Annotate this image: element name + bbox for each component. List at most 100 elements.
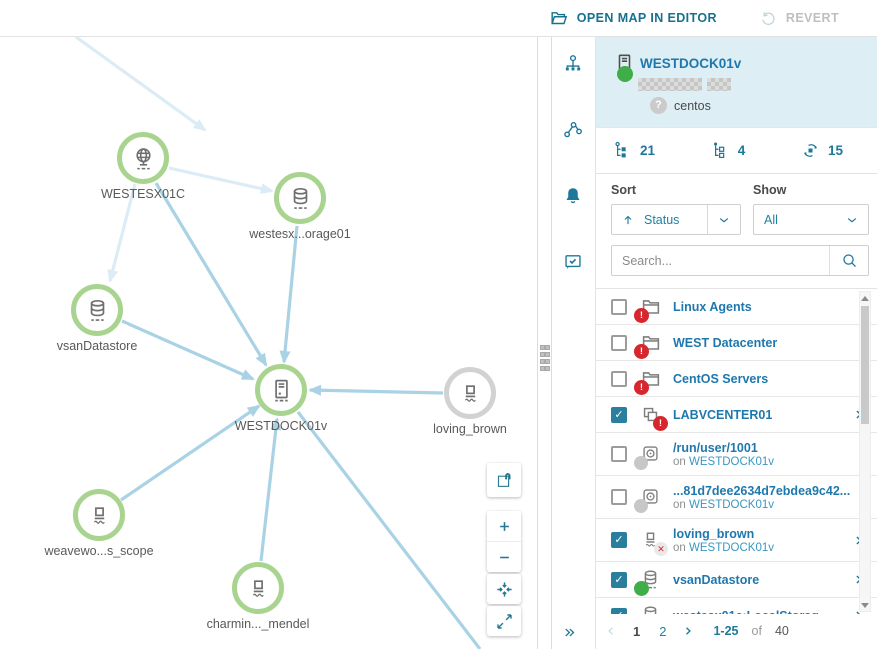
list-item[interactable]: ...81d7dee2634d7ebdea9c42...on WESTDOCK0… <box>595 476 877 519</box>
parent-entity-link[interactable]: WESTDOCK01v <box>689 455 774 468</box>
container-icon <box>252 579 264 597</box>
chevron-down-icon <box>836 205 868 234</box>
chevron-down-icon <box>707 205 740 234</box>
count-relationships[interactable]: 15 <box>800 140 843 161</box>
topology-icon <box>563 121 582 138</box>
parent-entity-link[interactable]: WESTDOCK01v <box>689 498 774 511</box>
status-badge-critical: ! <box>634 307 649 323</box>
previous-page-button[interactable] <box>605 625 617 637</box>
zoom-in-icon <box>498 520 510 532</box>
tool-notes[interactable] <box>562 251 584 273</box>
open-map-icon <box>551 12 567 25</box>
volume-icon <box>634 442 663 470</box>
row-checkbox[interactable] <box>611 532 627 548</box>
collapse-panel-button[interactable] <box>562 625 577 640</box>
entity-link[interactable]: Linux Agents <box>673 299 752 314</box>
unknown-os-badge: ? <box>650 97 667 114</box>
search-button[interactable] <box>829 246 868 275</box>
status-badge-unknown <box>634 499 648 513</box>
list-item[interactable]: ! WEST Datacenter <box>595 325 877 361</box>
map-node-vsandatastore[interactable] <box>71 284 123 336</box>
scrollbar-thumb[interactable] <box>861 306 869 424</box>
map-node-charming-mendel[interactable] <box>232 562 284 614</box>
panel-tool-strip <box>550 37 596 649</box>
entity-link[interactable]: WEST Datacenter <box>673 335 778 350</box>
tool-topology[interactable] <box>562 119 584 141</box>
revert-button[interactable]: REVERT <box>759 9 839 28</box>
entity-link[interactable]: LABVCENTER01 <box>673 407 773 422</box>
entity-parent-ref: on WESTDOCK01v <box>673 455 774 468</box>
count-value: 4 <box>737 143 746 158</box>
open-map-label: OPEN MAP IN EDITOR <box>576 11 717 25</box>
count-parent-entities[interactable]: 4 <box>710 140 746 161</box>
count-child-entities[interactable]: 21 <box>612 140 655 161</box>
entity-link[interactable]: CentOS Servers <box>673 371 769 386</box>
list-item[interactable]: westesx01c:LocalStorag... <box>595 598 877 614</box>
open-map-in-editor-button[interactable]: OPEN MAP IN EDITOR <box>549 8 717 28</box>
map-node-label: weavewo...s_scope <box>44 544 154 558</box>
row-checkbox[interactable] <box>611 370 627 387</box>
status-badge-down: ✕ <box>654 542 668 556</box>
zoom-in-button[interactable] <box>487 511 521 542</box>
row-checkbox[interactable] <box>611 607 627 614</box>
map-node-weaveworks-scope[interactable] <box>73 489 125 541</box>
tool-entity-map[interactable] <box>562 53 584 75</box>
entity-link[interactable]: ...81d7dee2634d7ebdea9c42... <box>673 483 851 498</box>
of-label: of <box>751 624 762 638</box>
page-range: 1-25 <box>713 624 739 638</box>
fullscreen-button[interactable] <box>487 606 521 636</box>
notes-icon <box>564 254 581 270</box>
map-node-westesx-storage01[interactable] <box>274 172 326 224</box>
map-node-label: charmin..._mendel <box>206 617 310 631</box>
status-badge-critical: ! <box>634 343 649 359</box>
sort-label: Sort <box>611 183 636 197</box>
scroll-up-arrow[interactable] <box>860 292 870 304</box>
entity-link[interactable]: loving_brown <box>673 526 755 541</box>
next-page-button[interactable] <box>682 625 694 637</box>
row-checkbox[interactable] <box>611 571 627 588</box>
sort-ascending-icon <box>624 215 632 225</box>
sort-dropdown[interactable]: Status <box>611 204 741 235</box>
map-node-westesx01c[interactable] <box>117 132 169 184</box>
list-item[interactable]: !CentOS Servers <box>595 361 877 397</box>
container-icon <box>93 506 105 524</box>
entity-list: ! Linux Agents! WEST Datacenter !CentOS Ser… <box>595 288 877 614</box>
fit-view-button[interactable] <box>487 574 521 604</box>
list-item[interactable]: ! Linux Agents <box>595 289 877 325</box>
total-count: 40 <box>774 624 789 638</box>
page-button-2[interactable]: 2 <box>659 623 667 639</box>
panel-resize-handle[interactable] <box>537 37 552 649</box>
list-item[interactable]: vsanDatastore <box>595 562 877 598</box>
list-item[interactable]: !LABVCENTER01 <box>595 397 877 433</box>
zoom-out-button[interactable] <box>487 542 521 572</box>
row-checkbox[interactable] <box>611 406 627 423</box>
entity-link[interactable]: westesx01c:LocalStorag... <box>673 609 829 615</box>
grip-dots-icon <box>540 345 550 371</box>
tool-alerts[interactable] <box>562 185 584 207</box>
area-select-button[interactable] <box>487 463 521 497</box>
area-select-icon <box>497 472 511 487</box>
map-node-loving-brown[interactable] <box>444 367 496 419</box>
entity-link[interactable]: /run/user/1001 <box>673 440 758 455</box>
entity-name-link[interactable]: WESTDOCK01v <box>640 56 742 71</box>
entity-link[interactable]: vsanDatastore <box>673 572 760 587</box>
map-node-westdock01v[interactable] <box>255 364 307 416</box>
row-checkbox[interactable] <box>611 334 627 351</box>
alerts-icon <box>565 187 580 204</box>
scroll-down-arrow[interactable] <box>860 599 870 611</box>
parent-entities-icon <box>713 141 724 159</box>
row-checkbox[interactable] <box>611 298 627 315</box>
child-entities-icon <box>615 141 627 159</box>
row-checkbox[interactable] <box>611 446 627 462</box>
group-icon: ! <box>634 331 663 359</box>
container-icon: ✕ <box>639 528 668 556</box>
page-button-1[interactable]: 1 <box>633 623 641 639</box>
search-input[interactable] <box>612 253 829 268</box>
row-checkbox[interactable] <box>611 489 627 505</box>
list-scrollbar[interactable] <box>859 291 871 612</box>
show-dropdown[interactable]: All <box>753 204 869 235</box>
parent-entity-link[interactable]: WESTDOCK01v <box>689 541 774 554</box>
